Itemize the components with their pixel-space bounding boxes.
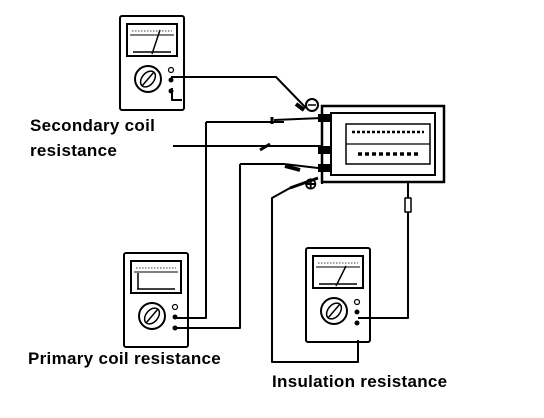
insulation-resistance-label: Insulation resistance: [272, 372, 448, 391]
multimeter-insulation: [305, 247, 371, 343]
primary-coil-resistance-label: Primary coil resistance: [28, 349, 222, 368]
secondary-coil-resistance-label-line1: Secondary coil: [30, 116, 156, 135]
meter-needle: [151, 29, 161, 55]
meter-needle: [335, 265, 347, 287]
secondary-coil-resistance-label-line2: resistance: [30, 141, 118, 160]
multimeter-primary: [123, 252, 189, 348]
ignition-coil: [320, 104, 446, 184]
positive-terminal-symbol: ⊕: [304, 176, 318, 193]
wiring: [171, 76, 412, 363]
coil-terminals: [305, 98, 332, 172]
multimeter-secondary: [119, 15, 185, 111]
